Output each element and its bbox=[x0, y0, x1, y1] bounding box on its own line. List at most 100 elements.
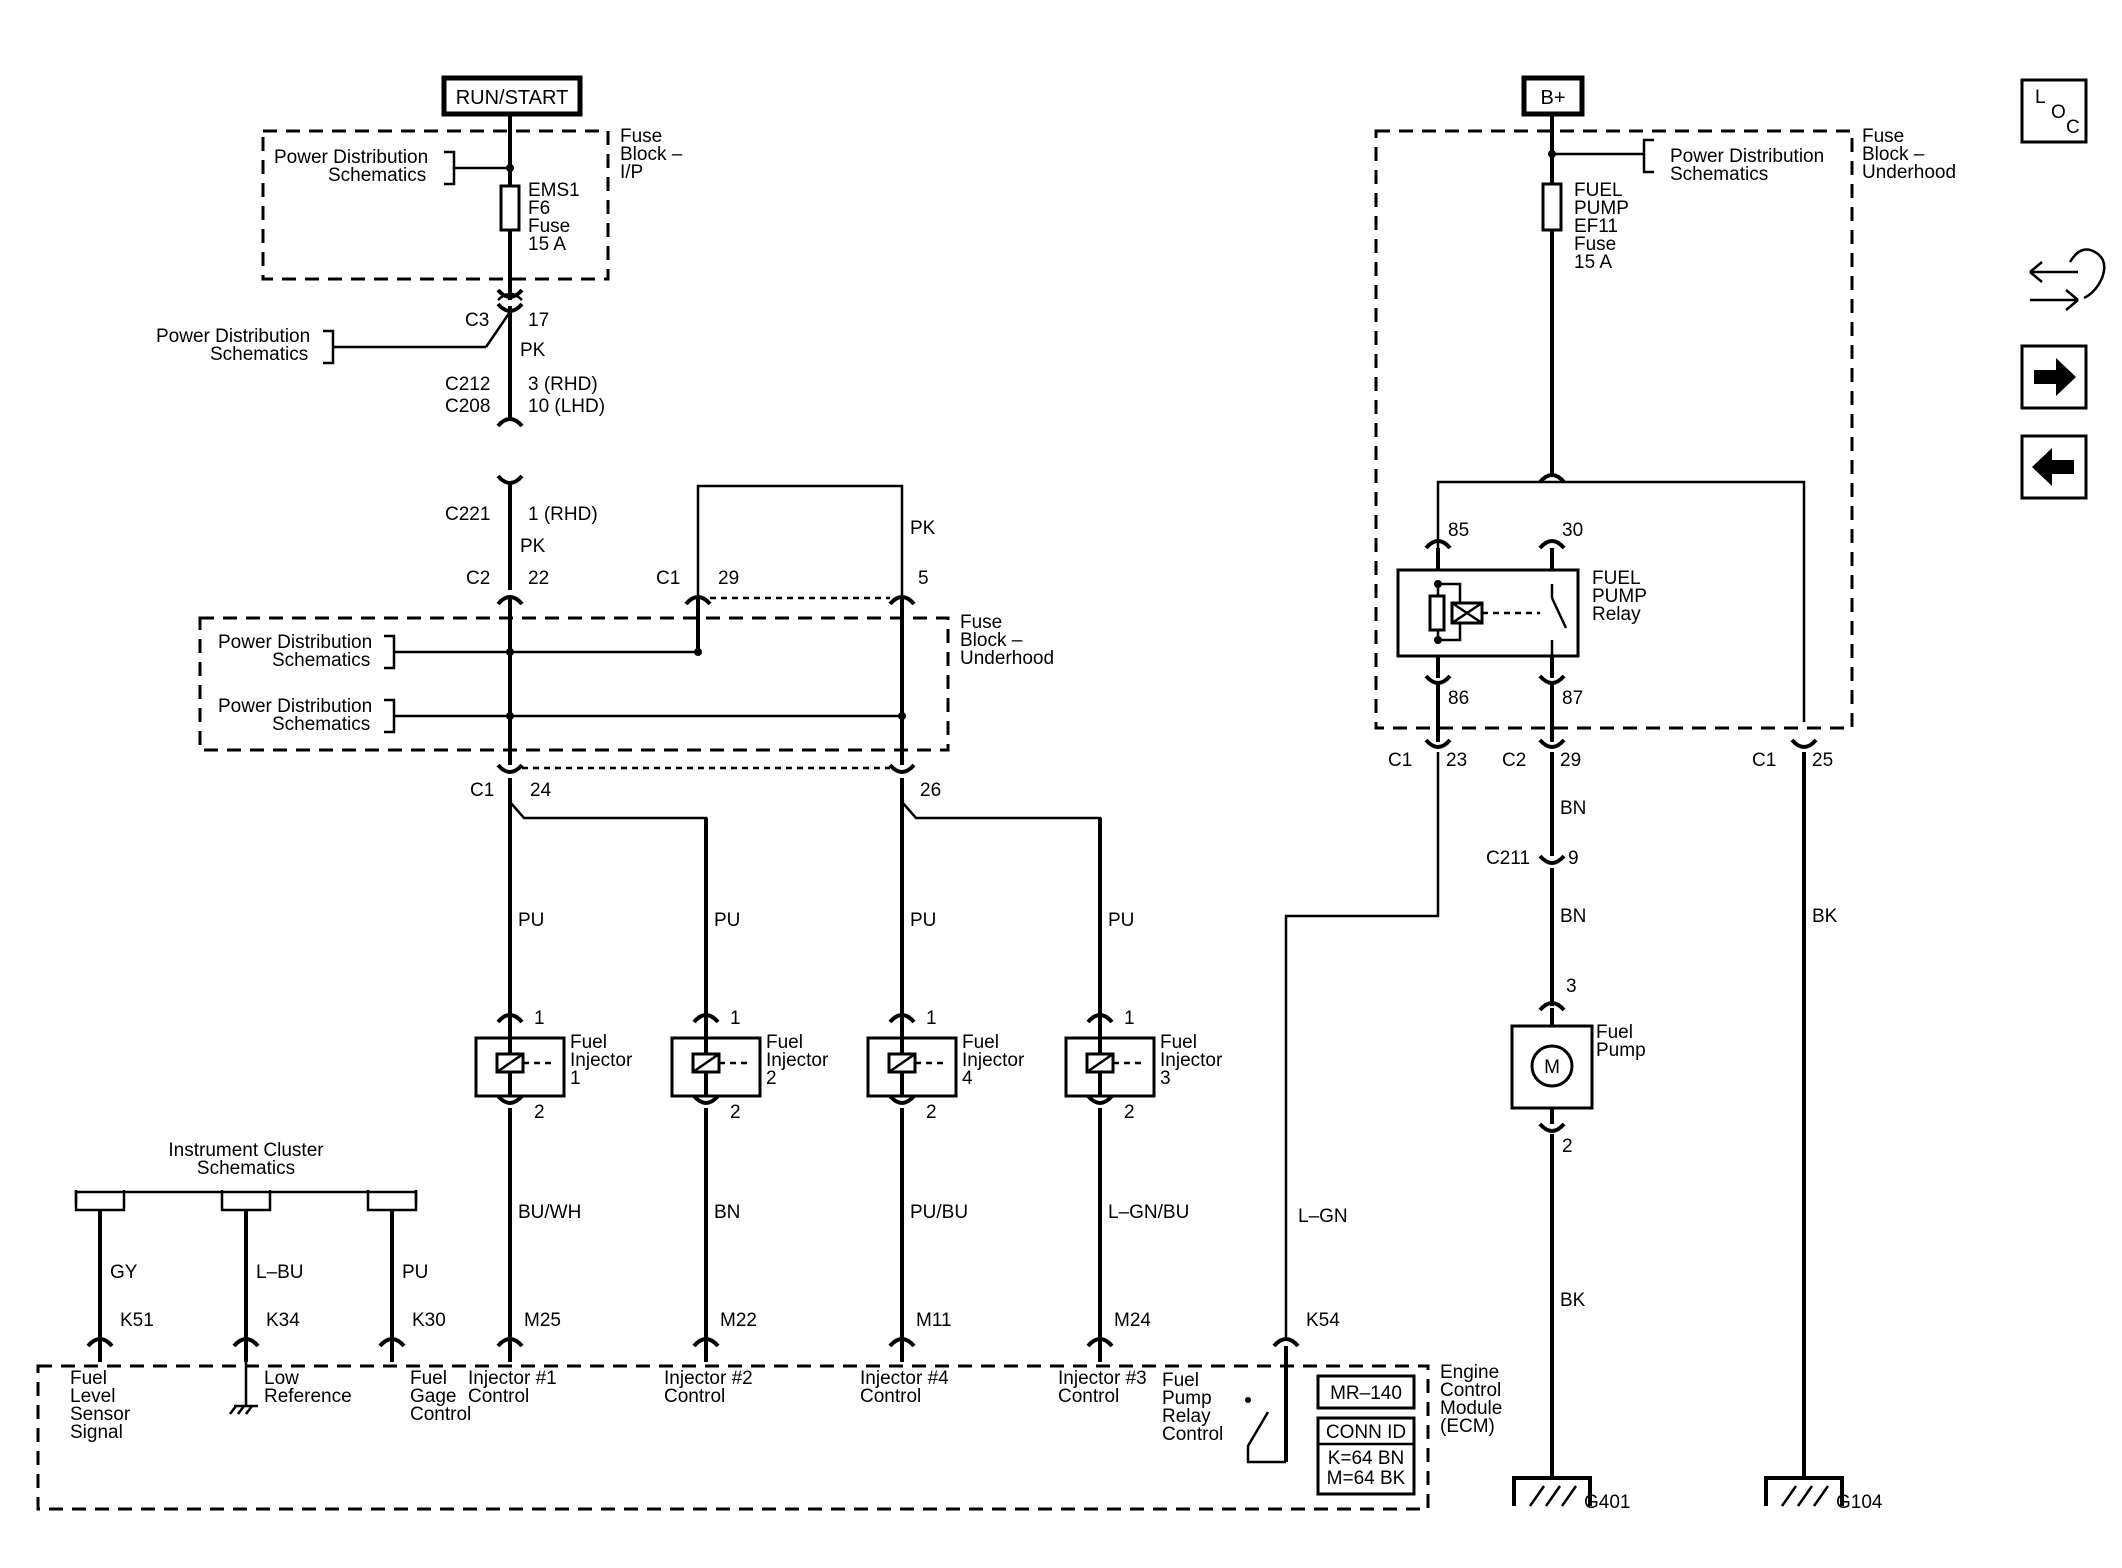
svg-text:Fuse: Fuse bbox=[960, 612, 1002, 633]
svg-text:C1: C1 bbox=[1752, 750, 1776, 771]
svg-text:15 A: 15 A bbox=[1574, 252, 1612, 273]
svg-text:BN: BN bbox=[1560, 798, 1586, 819]
mr-140-label: MR–140 bbox=[1316, 1374, 1416, 1410]
svg-text:2: 2 bbox=[534, 1102, 545, 1123]
svg-text:30: 30 bbox=[1562, 520, 1583, 541]
pds-ref-mid-2[interactable]: Power Distribution Schematics bbox=[218, 696, 372, 735]
pds-ref-mid-1[interactable]: Power Distribution Schematics bbox=[218, 632, 372, 671]
svg-text:Gage: Gage bbox=[410, 1386, 456, 1407]
svg-text:Low: Low bbox=[264, 1368, 299, 1389]
svg-text:17: 17 bbox=[528, 310, 549, 331]
svg-text:Schematics: Schematics bbox=[210, 344, 308, 365]
wrench-swap-icon[interactable] bbox=[2029, 248, 2106, 311]
svg-text:Schematics: Schematics bbox=[272, 650, 370, 671]
svg-text:5: 5 bbox=[918, 568, 929, 589]
wire-color-label: BN bbox=[714, 1202, 740, 1223]
fuse-block-underhood-top-label: Fuse Block – Underhood bbox=[1862, 126, 1956, 183]
svg-text:2: 2 bbox=[766, 1068, 777, 1089]
svg-text:Injector: Injector bbox=[766, 1050, 829, 1071]
fuse-block-underhood-mid bbox=[198, 616, 950, 752]
pds-ref-ip[interactable]: Power Distribution Schematics bbox=[274, 147, 428, 186]
svg-text:I/P: I/P bbox=[620, 162, 643, 183]
svg-text:G104: G104 bbox=[1836, 1492, 1883, 1513]
svg-text:C211: C211 bbox=[1486, 848, 1530, 869]
fuse-block-underhood-mid-label: Fuse Block – Underhood bbox=[960, 612, 1054, 669]
svg-text:1: 1 bbox=[730, 1008, 741, 1029]
svg-text:15 A: 15 A bbox=[528, 234, 566, 255]
svg-text:Module: Module bbox=[1440, 1398, 1502, 1419]
svg-text:Control: Control bbox=[664, 1386, 725, 1407]
svg-text:C: C bbox=[2066, 117, 2080, 138]
fuel-pump-relay-label: FUEL PUMP Relay bbox=[1592, 568, 1647, 625]
pds-ref-fuel-pump-fuse[interactable]: Power Distribution Schematics bbox=[1670, 146, 1824, 185]
svg-text:Power Distribution: Power Distribution bbox=[218, 632, 372, 653]
svg-text:22: 22 bbox=[528, 568, 549, 589]
svg-text:Pump: Pump bbox=[1596, 1040, 1646, 1061]
svg-text:1: 1 bbox=[534, 1008, 545, 1029]
svg-text:Injector #2: Injector #2 bbox=[664, 1368, 753, 1389]
svg-text:9: 9 bbox=[1568, 848, 1579, 869]
wire-color-label: BU/WH bbox=[518, 1202, 581, 1223]
svg-text:C1: C1 bbox=[656, 568, 680, 589]
svg-text:Control: Control bbox=[860, 1386, 921, 1407]
fuel-pump-relay bbox=[1396, 539, 1580, 685]
svg-text:BK: BK bbox=[1812, 906, 1838, 927]
svg-text:CONN ID: CONN ID bbox=[1326, 1422, 1406, 1443]
fuel-pump: M bbox=[1510, 1008, 1594, 1110]
instrument-cluster-ref[interactable]: Instrument Cluster Schematics bbox=[74, 1140, 418, 1204]
previous-page-button[interactable] bbox=[2020, 434, 2088, 500]
svg-text:4: 4 bbox=[962, 1068, 973, 1089]
next-page-button[interactable] bbox=[2020, 344, 2088, 410]
wire-color-label: PU/BU bbox=[910, 1202, 968, 1223]
svg-text:PK: PK bbox=[520, 340, 546, 361]
fuse-block-ip bbox=[261, 129, 610, 281]
fuel-pump-fuse bbox=[1541, 182, 1563, 232]
svg-text:C2: C2 bbox=[466, 568, 490, 589]
svg-text:Fuel: Fuel bbox=[766, 1032, 803, 1053]
svg-text:1: 1 bbox=[926, 1008, 937, 1029]
svg-text:B+: B+ bbox=[1540, 87, 1565, 109]
svg-text:Control: Control bbox=[468, 1386, 529, 1407]
svg-text:3: 3 bbox=[1566, 976, 1577, 997]
pds-ref-c3[interactable]: Power Distribution Schematics bbox=[156, 326, 310, 365]
svg-text:Schematics: Schematics bbox=[328, 165, 426, 186]
svg-text:G401: G401 bbox=[1584, 1492, 1630, 1513]
svg-text:Block –: Block – bbox=[960, 630, 1023, 651]
svg-text:24: 24 bbox=[530, 780, 552, 801]
svg-text:Fuse: Fuse bbox=[620, 126, 662, 147]
svg-text:Control: Control bbox=[410, 1404, 471, 1425]
svg-text:K54: K54 bbox=[1306, 1310, 1340, 1331]
fuse-block-underhood-top bbox=[1374, 129, 1854, 730]
svg-text:2: 2 bbox=[1124, 1102, 1135, 1123]
svg-text:Injector: Injector bbox=[570, 1050, 633, 1071]
wire-color-label: PU bbox=[402, 1262, 428, 1283]
svg-text:C208: C208 bbox=[445, 396, 490, 417]
svg-text:Schematics: Schematics bbox=[272, 714, 370, 735]
wire-color-label: L–GN/BU bbox=[1108, 1202, 1189, 1223]
svg-text:Power Distribution: Power Distribution bbox=[218, 696, 372, 717]
svg-text:Fuel: Fuel bbox=[1162, 1370, 1199, 1391]
svg-text:C1: C1 bbox=[1388, 750, 1412, 771]
svg-text:EMS1: EMS1 bbox=[528, 180, 580, 201]
svg-text:L–GN: L–GN bbox=[1298, 1206, 1348, 1227]
svg-text:M=64 BK: M=64 BK bbox=[1327, 1468, 1406, 1489]
svg-text:Level: Level bbox=[70, 1386, 115, 1407]
svg-text:Underhood: Underhood bbox=[960, 648, 1054, 669]
svg-text:87: 87 bbox=[1562, 688, 1583, 709]
svg-text:K=64 BN: K=64 BN bbox=[1328, 1448, 1405, 1469]
location-button[interactable]: L O C bbox=[2020, 78, 2088, 144]
wire-color-label: PU bbox=[518, 910, 544, 931]
svg-text:Control: Control bbox=[1440, 1380, 1501, 1401]
svg-text:26: 26 bbox=[920, 780, 941, 801]
svg-text:2: 2 bbox=[926, 1102, 937, 1123]
svg-text:MR–140: MR–140 bbox=[1330, 1383, 1402, 1404]
